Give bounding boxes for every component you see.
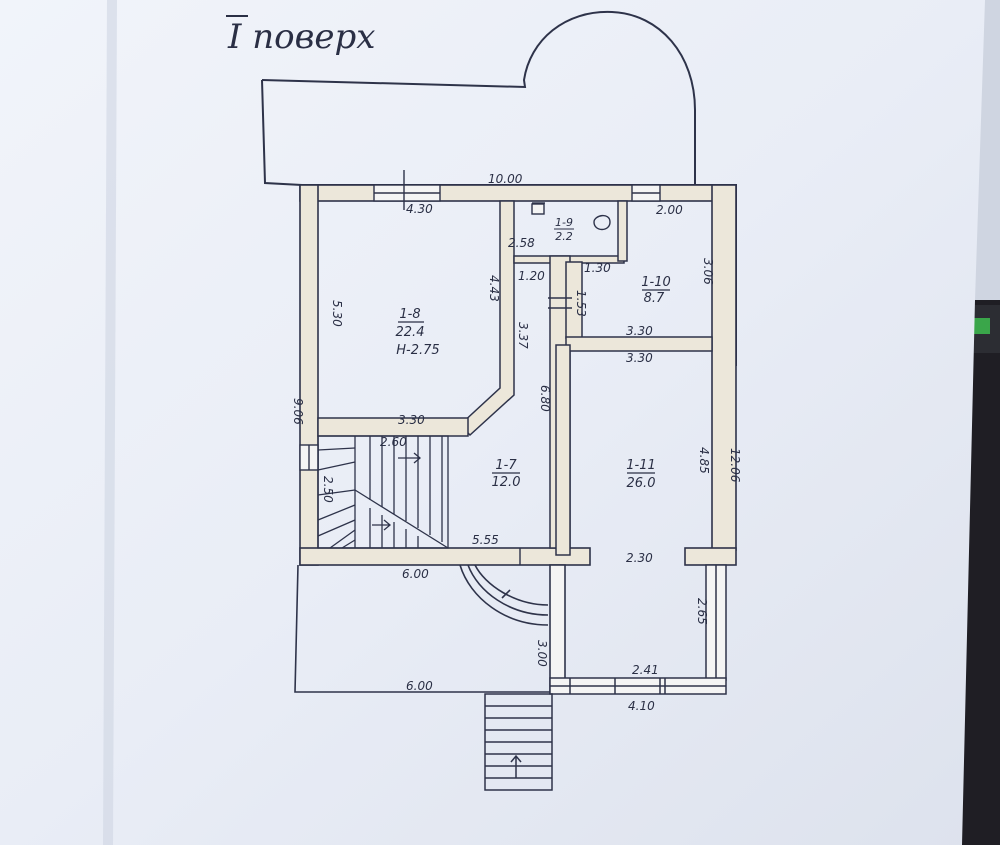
room-1-8-area: 22.4 bbox=[396, 325, 425, 340]
wall-top bbox=[299, 184, 737, 202]
room-1-10-area: 8.7 bbox=[644, 291, 665, 306]
dim-porch-bottom: 6.00 bbox=[406, 679, 433, 693]
porch bbox=[294, 564, 566, 694]
plan-title: I поверх bbox=[226, 15, 375, 57]
dim-r11-left: 6.80 bbox=[538, 385, 552, 412]
stair-steps bbox=[317, 436, 443, 549]
dim-r10-top: 2.00 bbox=[656, 203, 683, 217]
dim-veranda-inner: 2.41 bbox=[632, 663, 659, 677]
dim-r10-left-top: 1.30 bbox=[584, 261, 611, 275]
terrace-left bbox=[261, 79, 303, 186]
terrace-outline bbox=[261, 10, 696, 185]
dim-r10-left: 1.53 bbox=[574, 290, 588, 317]
windows bbox=[299, 170, 661, 471]
porch-column bbox=[549, 564, 566, 694]
dim-corr-len: 3.37 bbox=[516, 322, 530, 349]
room-1-7-id: 1-7 bbox=[495, 458, 517, 473]
entry-steps bbox=[484, 693, 553, 791]
dim-right-total: 12.06 bbox=[728, 448, 742, 483]
staircase bbox=[317, 435, 449, 549]
porch-outline bbox=[294, 564, 555, 693]
monitor-led-icon bbox=[972, 318, 990, 334]
dimension-labels: 10.00 4.30 3.30 2.58 1.20 1.30 2.00 3.30… bbox=[291, 172, 742, 713]
dim-stair-top: 2.60 bbox=[380, 435, 407, 449]
dim-top-total: 10.00 bbox=[488, 172, 523, 186]
steps-arrow-icon bbox=[510, 754, 522, 778]
dim-r10-bottom: 3.30 bbox=[626, 324, 653, 338]
wall-left bbox=[299, 184, 319, 566]
room-labels: 1-8 22.4 H-2.75 1-9 2.2 1-10 8.7 1-7 12.… bbox=[396, 216, 671, 491]
dim-r9-bottom: 2.58 bbox=[508, 236, 535, 250]
wall-right bbox=[711, 184, 737, 551]
room-1-9-area: 2.2 bbox=[555, 230, 573, 243]
room-1-9-id: 1-9 bbox=[555, 216, 573, 229]
wall-r9-right bbox=[617, 200, 628, 262]
wall-bottom-right bbox=[684, 547, 737, 566]
doors bbox=[519, 202, 611, 565]
floor-title: I поверх bbox=[227, 17, 375, 57]
room-1-11-area: 26.0 bbox=[627, 476, 656, 491]
room-1-7-area: 12.0 bbox=[492, 475, 521, 490]
wall-r10-bottom bbox=[565, 336, 713, 352]
dim-r7-bottom: 5.55 bbox=[472, 533, 499, 547]
paper-fold bbox=[103, 0, 117, 845]
dim-r11-top: 3.30 bbox=[626, 351, 653, 365]
stair-arrow-icon-2 bbox=[372, 519, 392, 531]
toilet-icon bbox=[593, 214, 611, 231]
room-1-8-id: 1-8 bbox=[399, 307, 420, 322]
dim-porch-right: 3.00 bbox=[535, 640, 549, 667]
wall-r11-left bbox=[555, 344, 571, 556]
wall-bottom bbox=[299, 547, 591, 566]
dim-veranda-top: 2.30 bbox=[626, 551, 653, 565]
dim-corr-top: 1.20 bbox=[518, 269, 545, 283]
dim-r8-right: 4.43 bbox=[487, 275, 501, 302]
dim-r8-left: 5.30 bbox=[330, 300, 344, 327]
dim-veranda-right: 2.65 bbox=[695, 598, 709, 625]
top-terrace bbox=[261, 10, 696, 186]
room-1-8-height: H-2.75 bbox=[396, 343, 439, 358]
wall-r8-right bbox=[458, 200, 515, 437]
stair-arrow-icon bbox=[398, 452, 422, 464]
dim-r11-right: 4.85 bbox=[697, 447, 711, 474]
room-1-11-id: 1-11 bbox=[626, 458, 656, 473]
dim-left-total: 9.06 bbox=[291, 398, 305, 425]
dim-veranda-bottom: 4.10 bbox=[628, 699, 655, 713]
wall-r8-bottom bbox=[317, 417, 469, 437]
dim-r10-right: 3.06 bbox=[701, 258, 715, 285]
interior-walls bbox=[317, 200, 713, 556]
dim-porch-top: 6.00 bbox=[402, 567, 429, 581]
dim-r8-bottom: 3.30 bbox=[398, 413, 425, 427]
dim-r8-top: 4.30 bbox=[406, 202, 433, 216]
veranda bbox=[549, 564, 727, 695]
stair-outline bbox=[317, 435, 449, 549]
outer-walls bbox=[299, 184, 737, 566]
room-1-10-id: 1-10 bbox=[641, 275, 671, 290]
dim-stair-left: 2.50 bbox=[321, 476, 335, 503]
sink-icon bbox=[531, 203, 545, 215]
